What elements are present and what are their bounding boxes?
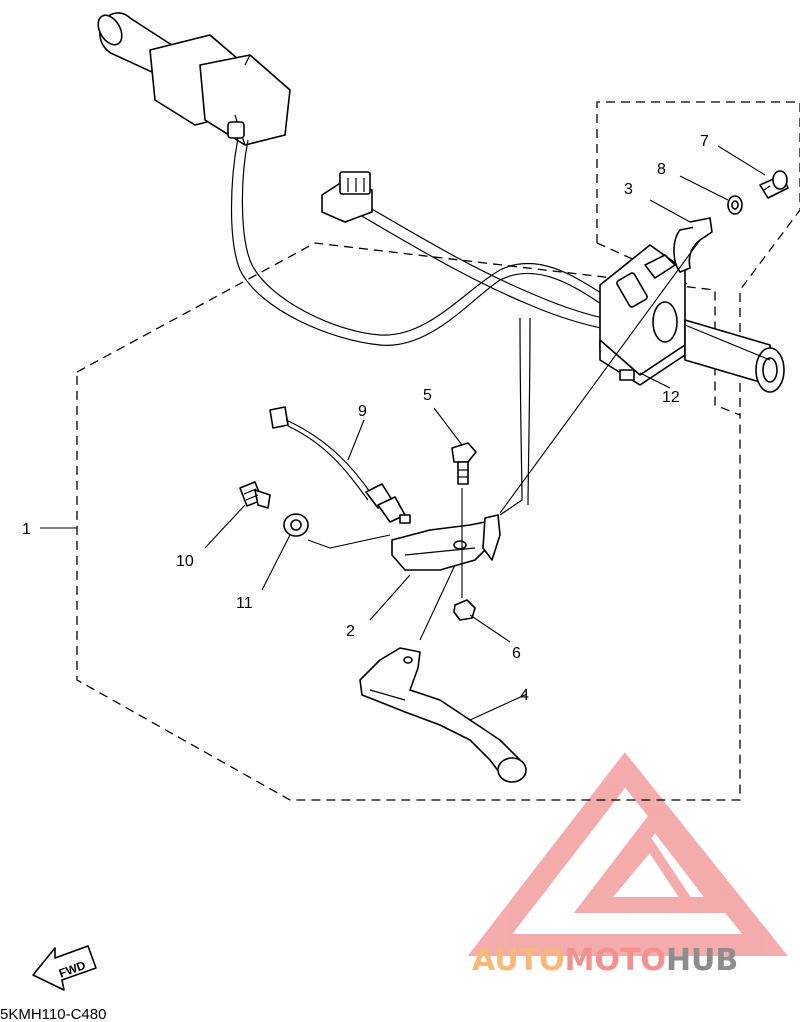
callout-10: 10 <box>176 553 194 570</box>
clamp <box>673 217 713 273</box>
watermark-text: AUTOMOTOHUB <box>472 943 738 978</box>
bolt <box>451 442 477 485</box>
clutch-lever <box>359 647 527 783</box>
switch-housing <box>599 244 785 393</box>
callout-1: 1 <box>22 521 31 538</box>
callout-3: 3 <box>624 181 633 198</box>
handlebar-grip <box>97 12 291 146</box>
detail-boundary <box>596 101 800 415</box>
diagram-code: 5KMH110-C480 <box>0 1006 106 1022</box>
callout-9: 9 <box>358 403 367 420</box>
triangle-logo-icon <box>467 752 788 956</box>
watermark-auto: AUTO <box>472 943 565 978</box>
pivot-nut <box>453 599 476 621</box>
callout-6: 6 <box>512 645 521 662</box>
watermark-moto: MOTO <box>565 943 666 978</box>
callout-12: 12 <box>662 389 680 406</box>
callout-2: 2 <box>346 623 355 640</box>
lock-nut <box>283 513 309 537</box>
wire-harness <box>230 137 613 516</box>
lever-bracket <box>391 514 501 571</box>
leader-lines <box>40 145 771 721</box>
washer <box>727 195 743 215</box>
fwd-arrow-icon: FWD <box>32 945 97 991</box>
callout-5: 5 <box>423 387 432 404</box>
switch-cable <box>269 406 411 524</box>
screw <box>759 170 789 199</box>
adjuster-bolt <box>239 481 271 509</box>
callout-11: 11 <box>236 595 253 612</box>
callout-4: 4 <box>520 687 529 704</box>
callout-7: 7 <box>700 133 709 150</box>
callout-8: 8 <box>657 161 666 178</box>
watermark-hub: HUB <box>666 943 738 978</box>
